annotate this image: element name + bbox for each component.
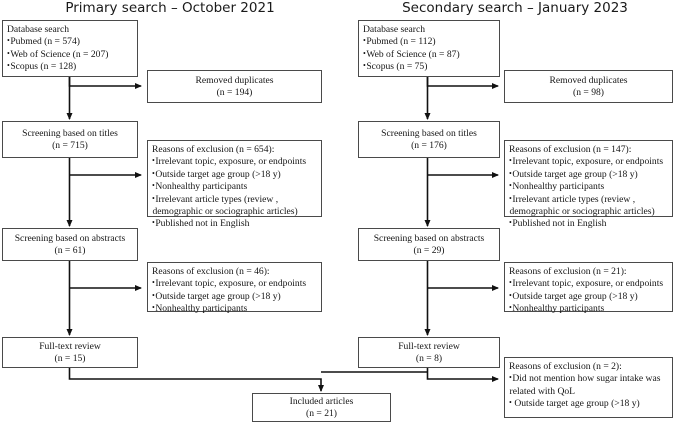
exclusion-heading: Reasons of exclusion (n = 21): (509, 266, 627, 277)
secondary-screening-abstracts-box[interactable]: Screening based on abstracts (n = 29) (358, 228, 500, 261)
box-title: Database search (7, 24, 70, 35)
exclusion-reason-irrelevant-topic: Irrelevant topic, exposure, or endpoints (509, 155, 668, 167)
primary-removed-duplicates-box[interactable]: Removed duplicates (n = 194) (147, 70, 322, 103)
secondary-database-search-box[interactable]: Database search Pubmed (n = 112) Web of … (358, 20, 500, 77)
screening-abstracts-label: Screening based on abstracts (373, 233, 485, 245)
primary-fulltext-review-box[interactable]: Full-text review (n = 15) (2, 337, 138, 368)
fulltext-review-count: (n = 15) (54, 352, 86, 364)
screening-abstracts-count: (n = 29) (413, 244, 445, 256)
secondary-exclusion-fulltext-box[interactable]: Reasons of exclusion (n = 2): Did not me… (504, 357, 673, 418)
exclusion-heading: Reasons of exclusion (n = 654): (152, 144, 275, 155)
exclusion-reason-nonhealthy: Nonhealthy participants (509, 180, 668, 192)
database-item-scopus: Scopus (n = 128) (7, 60, 133, 72)
screening-titles-count: (n = 715) (52, 139, 88, 151)
box-title: Database search (363, 24, 426, 35)
database-item-pubmed: Pubmed (n = 574) (7, 35, 133, 47)
secondary-exclusion-abstracts-box[interactable]: Reasons of exclusion (n = 21): Irrelevan… (504, 262, 673, 314)
exclusion-reason-irrelevant-topic: Irrelevant topic, exposure, or endpoints (152, 277, 317, 289)
removed-duplicates-label: Removed duplicates (549, 75, 628, 87)
screening-abstracts-count: (n = 61) (54, 244, 86, 256)
removed-duplicates-label: Removed duplicates (195, 75, 274, 87)
fulltext-review-count: (n = 8) (415, 352, 443, 364)
exclusion-reason-age-group: Outside target age group (>18 y) (509, 168, 668, 180)
screening-titles-label: Screening based on titles (22, 128, 118, 140)
secondary-screening-titles-box[interactable]: Screening based on titles (n = 176) (358, 121, 500, 158)
exclusion-reason-no-sugar-qol-link-cont: related with QoL (509, 385, 576, 397)
screening-abstracts-label: Screening based on abstracts (14, 233, 126, 245)
database-item-pubmed: Pubmed (n = 112) (363, 35, 495, 47)
exclusion-reason-age-group: Outside target age group (>18 y) (152, 168, 317, 180)
exclusion-reason-irrelevant-topic: Irrelevant topic, exposure, or endpoints (509, 277, 668, 289)
primary-exclusion-abstracts-box[interactable]: Reasons of exclusion (n = 46): Irrelevan… (147, 262, 322, 314)
exclusion-heading: Reasons of exclusion (n = 46): (152, 266, 270, 277)
exclusion-reason-not-english: Published not in English (152, 217, 317, 229)
exclusion-reason-article-types-cont: demographic or sociographic articles) (509, 206, 655, 218)
exclusion-reason-irrelevant-topic: Irrelevant topic, exposure, or endpoints (152, 155, 317, 167)
primary-screening-titles-box[interactable]: Screening based on titles (n = 715) (2, 121, 138, 158)
exclusion-reason-age-group: Outside target age group (>18 y) (509, 397, 668, 409)
exclusion-reason-article-types-cont: demographic or sociographic articles) (152, 206, 298, 218)
exclusion-reason-article-types: Irrelevant article types (review , (509, 193, 668, 205)
exclusion-reason-not-english: Published not in English (509, 217, 668, 229)
screening-titles-label: Screening based on titles (381, 128, 477, 140)
primary-search-title: Primary search – October 2021 (65, 0, 275, 16)
included-articles-label: Included articles (289, 396, 354, 408)
primary-database-search-box[interactable]: Database search Pubmed (n = 574) Web of … (2, 20, 138, 77)
screening-titles-count: (n = 176) (411, 139, 447, 151)
exclusion-reason-age-group: Outside target age group (>18 y) (509, 290, 668, 302)
exclusion-heading: Reasons of exclusion (n = 2): (509, 361, 622, 372)
exclusion-reason-nonhealthy: Nonhealthy participants (152, 180, 317, 192)
removed-duplicates-count: (n = 194) (216, 86, 253, 98)
database-item-web-of-science: Web of Science (n = 87) (363, 48, 495, 60)
primary-exclusion-titles-box[interactable]: Reasons of exclusion (n = 654): Irreleva… (147, 140, 322, 229)
exclusion-reason-nonhealthy: Nonhealthy participants (509, 302, 668, 314)
included-articles-box[interactable]: Included articles (n = 21) (252, 393, 391, 422)
exclusion-reason-age-group: Outside target age group (>18 y) (152, 290, 317, 302)
secondary-exclusion-titles-box[interactable]: Reasons of exclusion (n = 147): Irreleva… (504, 140, 673, 229)
exclusion-reason-no-sugar-qol-link: Did not mention how sugar intake was (509, 372, 668, 384)
exclusion-reason-nonhealthy: Nonhealthy participants (152, 302, 317, 314)
secondary-fulltext-review-box[interactable]: Full-text review (n = 8) (358, 337, 500, 368)
secondary-removed-duplicates-box[interactable]: Removed duplicates (n = 98) (504, 70, 673, 103)
fulltext-review-label: Full-text review (39, 341, 101, 353)
fulltext-review-label: Full-text review (398, 341, 460, 353)
secondary-search-title: Secondary search – January 2023 (402, 0, 628, 16)
removed-duplicates-count: (n = 98) (573, 86, 604, 98)
exclusion-heading: Reasons of exclusion (n = 147): (509, 144, 632, 155)
database-item-web-of-science: Web of Science (n = 207) (7, 48, 133, 60)
database-item-scopus: Scopus (n = 75) (363, 60, 495, 72)
primary-screening-abstracts-box[interactable]: Screening based on abstracts (n = 61) (2, 228, 138, 261)
exclusion-reason-article-types: Irrelevant article types (review , (152, 193, 317, 205)
included-articles-count: (n = 21) (306, 407, 337, 419)
